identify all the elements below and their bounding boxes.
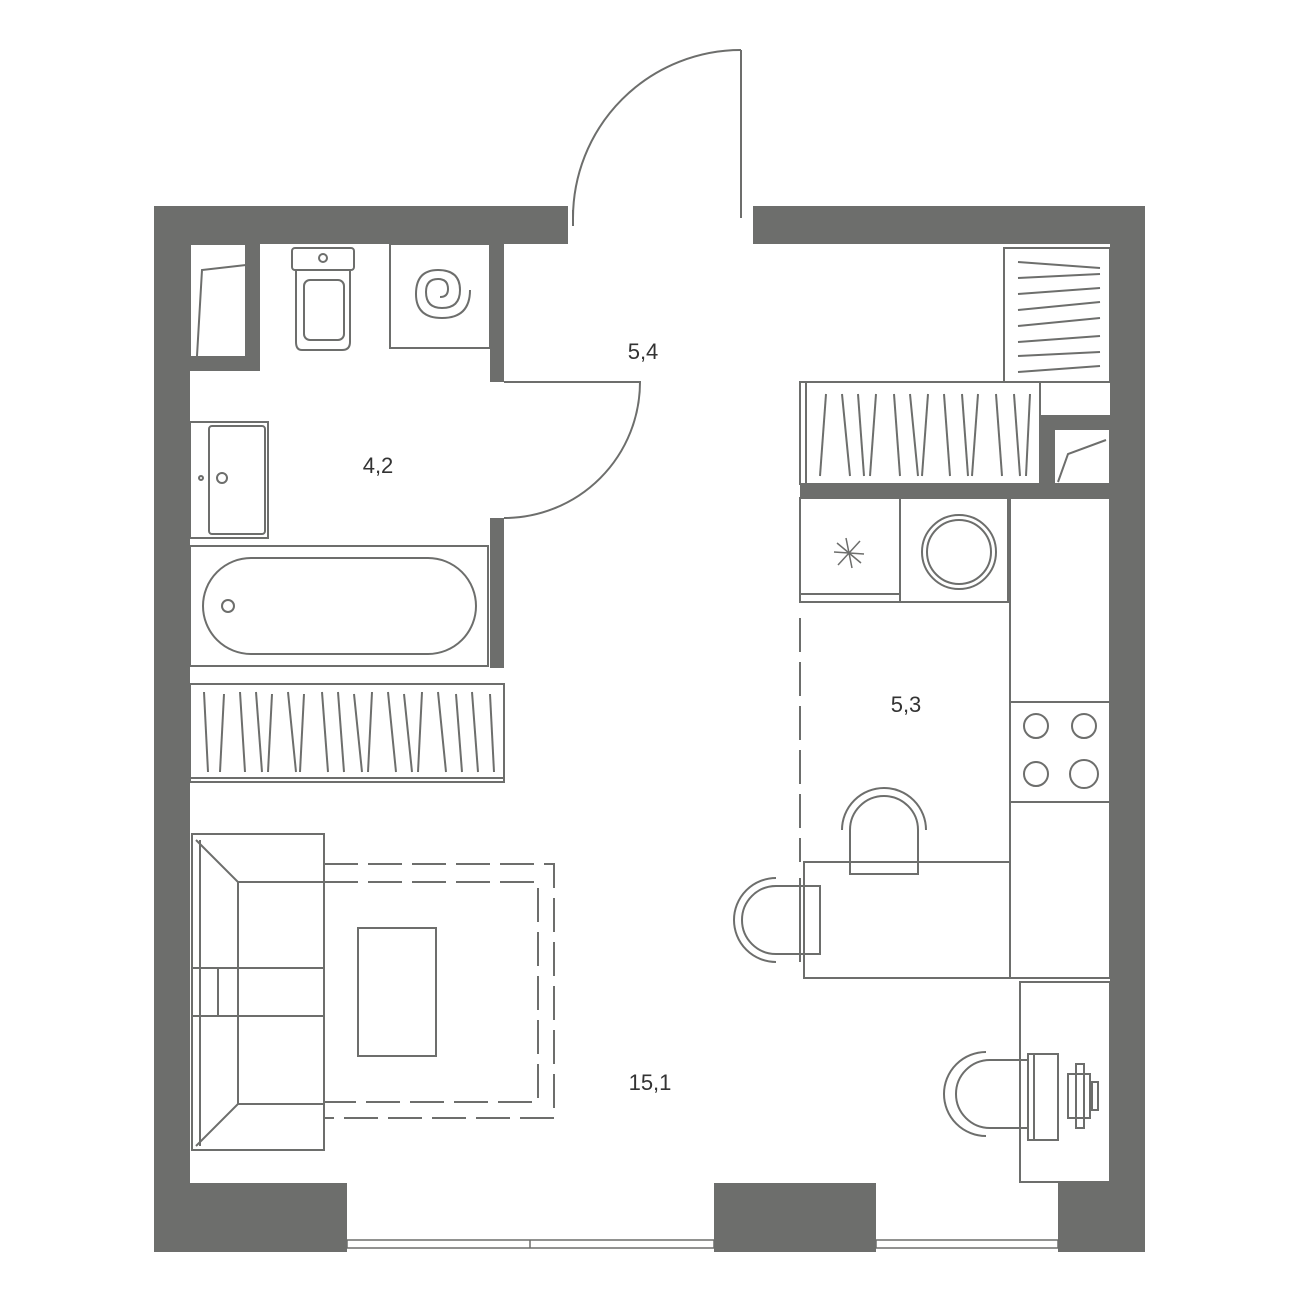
fixtures: [189, 49, 1111, 1249]
bathroom-area-label: 4,2: [362, 453, 394, 478]
wardrobe-hangers-top: [1017, 261, 1101, 373]
wardrobe-hangers-left: [203, 691, 495, 773]
fridge-snowflake: [833, 537, 865, 569]
kitchen-area-label: 5,3: [890, 692, 922, 717]
wardrobe-hangers-mid: [819, 393, 1031, 477]
windows: [346, 1239, 1059, 1249]
walls: [154, 206, 1145, 1252]
hallway-area-label: 5,4: [627, 339, 659, 364]
living-area-label: 15,1: [628, 1070, 672, 1095]
